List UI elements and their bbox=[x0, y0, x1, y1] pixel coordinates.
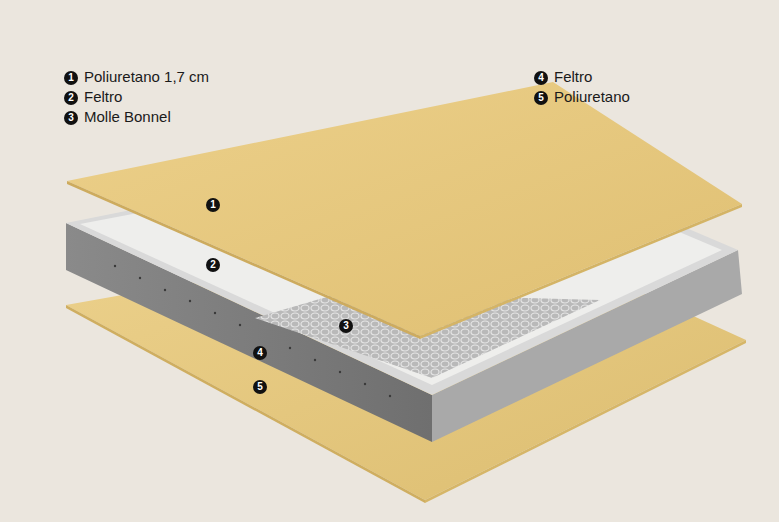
legend-text: Feltro bbox=[554, 68, 592, 86]
callout-number: 3 bbox=[339, 319, 353, 333]
legend-text: Poliuretano 1,7 cm bbox=[84, 68, 209, 86]
callout-number: 2 bbox=[206, 258, 220, 272]
callout-number: 2 bbox=[64, 91, 78, 105]
callout-number: 4 bbox=[534, 71, 548, 85]
callout-number: 4 bbox=[253, 346, 267, 360]
legend-text: Poliuretano bbox=[554, 88, 630, 106]
legend-text: Feltro bbox=[84, 88, 122, 106]
callout-number: 1 bbox=[206, 198, 220, 212]
top-sheet-edge bbox=[67, 181, 420, 339]
top-foam-sheet bbox=[67, 82, 742, 336]
callout-number: 3 bbox=[64, 111, 78, 125]
top-sheet-edge bbox=[420, 204, 742, 339]
callout-number: 5 bbox=[253, 380, 267, 394]
callout-number: 5 bbox=[534, 91, 548, 105]
callout-number: 1 bbox=[64, 71, 78, 85]
legend-text: Molle Bonnel bbox=[84, 108, 171, 126]
